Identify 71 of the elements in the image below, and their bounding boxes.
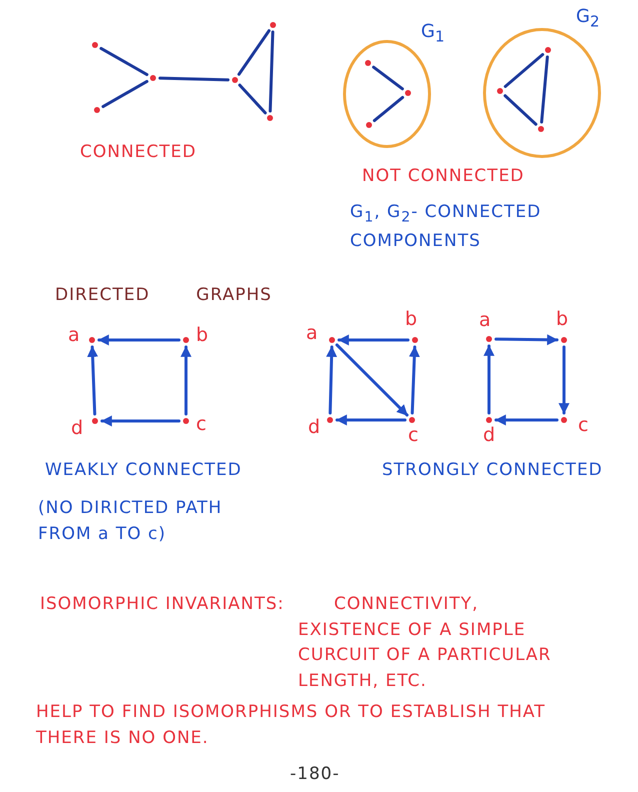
caption: CONNECTED: [80, 141, 197, 164]
vertex-label: b: [196, 326, 208, 345]
caption: WEAKLY CONNECTED: [45, 459, 242, 482]
vertex-label: b: [556, 310, 568, 329]
note: ISOMORPHIC INVARIANTS:: [40, 593, 284, 616]
vertex-label: d: [483, 426, 496, 445]
directed-arrow: [336, 414, 406, 426]
component-name: G$_{1}$: [421, 21, 444, 46]
graph-edge: [102, 80, 148, 108]
directed-arrow: [558, 346, 570, 414]
vertex-dot: [232, 77, 238, 83]
graph-edge: [540, 55, 549, 124]
vertex-dot: [366, 122, 372, 128]
directed-arrow: [484, 344, 494, 414]
vertex-dot: [183, 418, 189, 424]
section-heading: DIRECTED GRAPHS: [55, 284, 272, 307]
vertex-dot: [94, 107, 100, 113]
page-number: -180-: [290, 763, 340, 786]
vertex-label: a: [306, 324, 318, 343]
vertex-dot: [150, 75, 156, 81]
vertex-dot: [270, 22, 276, 28]
vertex-label: a: [68, 326, 80, 345]
vertex-label: b: [405, 310, 418, 329]
directed-arrow: [98, 334, 180, 346]
directed-arrow: [180, 346, 192, 416]
vertex-dot: [412, 337, 418, 343]
graph-edge: [237, 29, 271, 76]
caption: G$_{1}$, G$_{2}$- CONNECTED COMPONENTS: [350, 201, 542, 253]
vertex-dot: [92, 42, 98, 48]
vertex-label: d: [308, 418, 320, 437]
directed-arrow: [494, 334, 558, 346]
graph-edge: [100, 46, 148, 76]
vertex-dot: [89, 337, 95, 343]
directed-arrow: [338, 334, 410, 346]
directed-arrow: [100, 416, 180, 426]
vertex-dot: [409, 417, 415, 423]
vertex-label: d: [71, 419, 84, 438]
vertex-dot: [561, 337, 567, 343]
directed-arrow: [335, 343, 409, 417]
vertex-label: a: [479, 311, 491, 330]
caption: STRONGLY CONNECTED: [382, 459, 603, 482]
vertex-dot: [545, 47, 551, 53]
vertex-dot: [183, 337, 189, 343]
component-name: G$_{2}$: [576, 6, 600, 31]
directed-arrow: [408, 346, 420, 414]
graph-edge: [238, 84, 267, 114]
vertex-label: c: [578, 416, 588, 435]
vertex-dot: [561, 417, 567, 423]
directed-arrow: [494, 414, 558, 426]
vertex-dot: [267, 115, 273, 121]
vertex-dot: [329, 337, 335, 343]
graph-edge: [504, 94, 538, 126]
vertex-dot: [486, 417, 492, 423]
note: CONNECTIVITY, EXISTENCE OF A SIMPLE CURCUIT OF A PARTICULAR LENGTH, ETC.: [298, 593, 552, 692]
directed-arrow: [326, 346, 338, 414]
directed-arrow: [87, 346, 98, 416]
vertex-label: c: [196, 415, 206, 434]
vertex-dot: [92, 418, 98, 424]
vertex-dot: [327, 417, 333, 423]
vertex-dot: [538, 126, 544, 132]
vertex-dot: [486, 336, 492, 342]
graph-edge: [504, 53, 544, 88]
graph-edge: [158, 76, 230, 82]
vertex-dot: [497, 88, 503, 94]
vertex-dot: [405, 90, 411, 96]
note: HELP TO FIND ISOMORPHISMS OR TO ESTABLISH THAT THERE IS NO ONE.: [36, 701, 547, 750]
vertex-dot: [365, 60, 371, 66]
graph-edge: [268, 30, 274, 112]
note: (NO DIRICTED PATH FROM a TO c): [38, 497, 224, 546]
vertex-label: c: [408, 426, 418, 445]
caption: NOT CONNECTED: [362, 165, 524, 188]
